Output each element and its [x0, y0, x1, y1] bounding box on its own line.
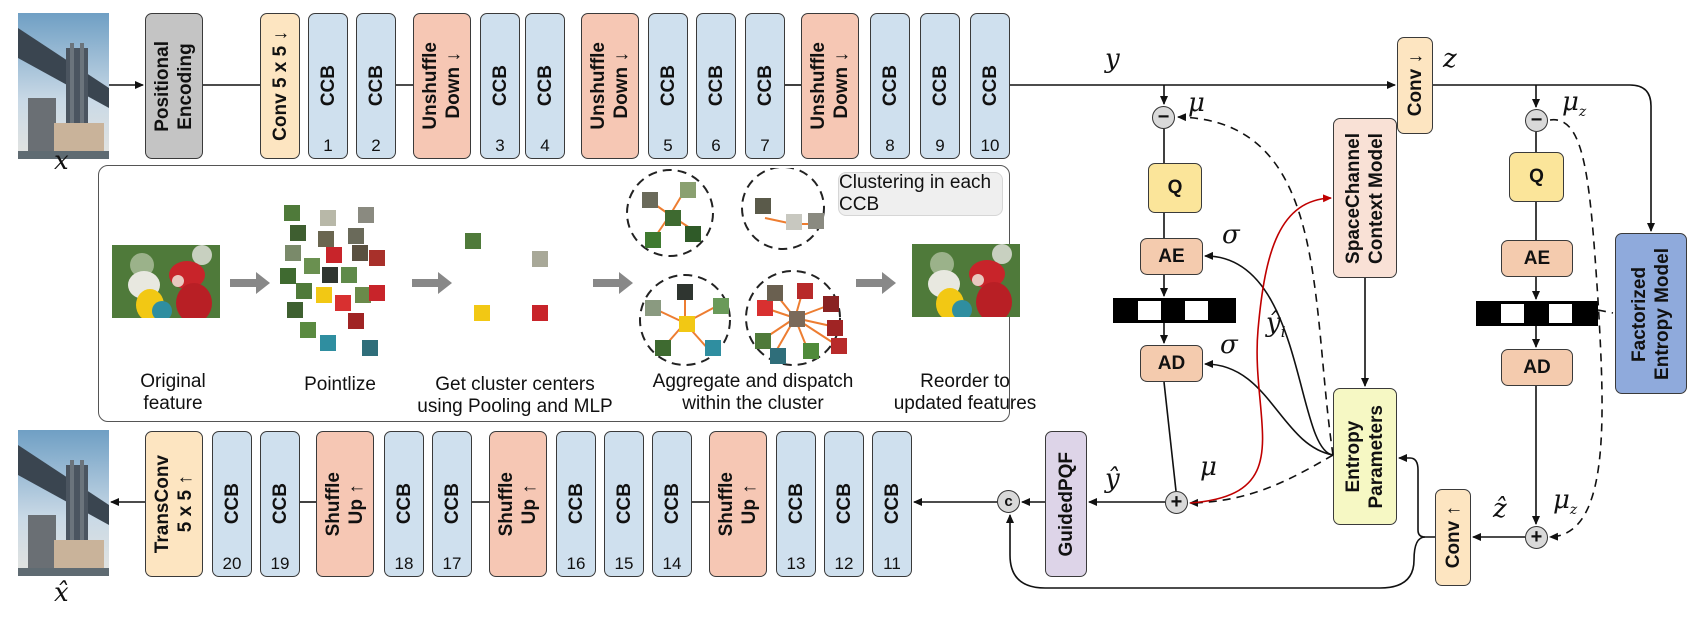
entropy-parameters-block: Entropy Parameters — [1333, 388, 1397, 525]
edge-entropy-to-ad-sigma — [1204, 360, 1334, 456]
arithmetic-encoder-block-z: AE — [1501, 240, 1573, 277]
caption-pointlize: Pointlize — [304, 374, 376, 395]
original-feature-image — [112, 245, 220, 318]
transconv-5x5-up-block: TransConv 5 x 5 ↑ — [145, 431, 203, 577]
zhat-label: ẑ — [1493, 494, 1507, 524]
mu-z-label-bottom: μz — [1553, 485, 1578, 519]
mu-label-bottom: μ — [1200, 452, 1217, 482]
subtract-node-z: − — [1525, 109, 1548, 132]
arithmetic-decoder-block-z: AD — [1501, 349, 1573, 386]
cluster-centers — [460, 230, 560, 330]
yhat-i-label: ŷi — [1266, 308, 1286, 342]
yhat-label: ŷ — [1105, 464, 1120, 494]
ccb-block-19: CCB 19 — [260, 431, 300, 577]
add-node-z: + — [1525, 526, 1548, 549]
parrot-updated-image-icon — [912, 244, 1020, 317]
aggregate-clusters — [625, 166, 855, 368]
ccb-block-2: CCB 2 — [356, 13, 396, 159]
ccb-block-10: CCB 10 — [970, 13, 1010, 159]
bitstream-icon — [1113, 298, 1236, 323]
input-label: x — [54, 146, 69, 176]
output-image — [18, 430, 109, 576]
subtract-node-y: − — [1152, 106, 1175, 129]
ccb-block-11: CCB 11 — [872, 431, 912, 577]
ccb-block-17: CCB 17 — [432, 431, 472, 577]
shuffle-up-block-3: Shuffle Up ↑ — [709, 431, 767, 577]
cluster-centers-icon — [465, 233, 548, 321]
input-image — [18, 13, 109, 159]
ccb-block-16: CCB 16 — [556, 431, 596, 577]
quantizer-block-z: Q — [1509, 152, 1564, 202]
positional-encoding-block: Positional Encoding — [145, 13, 203, 159]
unshuffle-down-block-3: Unshuffle Down ↓ — [801, 13, 859, 159]
edge-ad-to-add — [1163, 381, 1177, 492]
ccb-block-12: CCB 12 — [824, 431, 864, 577]
mu-z-label-top: μz — [1562, 87, 1587, 121]
conv-down-block: Conv ↓ — [1397, 37, 1433, 134]
shuffle-up-block-2: Shuffle Up ↑ — [489, 431, 547, 577]
sigma-label-ae: σ — [1222, 220, 1240, 250]
bitstream-z — [1476, 301, 1598, 326]
pointlized-patches — [280, 200, 400, 360]
edge-mu-z-tap — [1597, 309, 1614, 314]
arithmetic-encoder-block-y: AE — [1140, 238, 1203, 275]
y-label: y — [1105, 44, 1120, 74]
ccb-block-5: CCB 5 — [648, 13, 688, 159]
ccb-block-20: CCB 20 — [212, 431, 252, 577]
patches-icon — [280, 205, 385, 356]
spacechannel-context-model-block: SpaceChannel Context Model — [1333, 118, 1397, 278]
ccb-block-3: CCB 3 — [480, 13, 520, 159]
shuffle-up-block-1: Shuffle Up ↑ — [316, 431, 374, 577]
output-label: x̂ — [54, 578, 69, 608]
ccb-block-14: CCB 14 — [652, 431, 692, 577]
mu-label-top: μ — [1188, 88, 1205, 118]
ccb-block-8: CCB 8 — [870, 13, 910, 159]
bitstream-icon — [1476, 301, 1598, 326]
z-label: z — [1443, 44, 1457, 74]
bitstream-y — [1113, 298, 1236, 323]
ccb-block-7: CCB 7 — [745, 13, 785, 159]
arithmetic-decoder-block-y: AD — [1140, 345, 1203, 382]
caption-original-feature: Original feature — [140, 371, 206, 414]
guided-pqf-block: GuidedPQF — [1045, 431, 1087, 577]
quantizer-block-y: Q — [1148, 163, 1202, 213]
bridge-photo-icon — [18, 13, 109, 159]
conv-5x5-down-block: Conv 5 x 5 ↓ — [260, 13, 300, 159]
unshuffle-down-block-2: Unshuffle Down ↓ — [581, 13, 639, 159]
unshuffle-down-block-1: Unshuffle Down ↓ — [413, 13, 471, 159]
concat-node: c — [997, 490, 1020, 513]
conv-up-block: Conv ↑ — [1435, 489, 1471, 586]
ccb-block-15: CCB 15 — [604, 431, 644, 577]
ccb-block-4: CCB 4 — [525, 13, 565, 159]
ccb-block-13: CCB 13 — [776, 431, 816, 577]
updated-feature-image — [912, 244, 1020, 317]
parrot-image-icon — [112, 245, 220, 318]
ccb-block-1: CCB 1 — [308, 13, 348, 159]
ccb-block-18: CCB 18 — [384, 431, 424, 577]
caption-reorder: Reorder to updated features — [893, 371, 1037, 414]
caption-aggregate: Aggregate and dispatch within the cluste… — [652, 371, 854, 414]
edge-conv-up-to-entropy — [1398, 454, 1435, 538]
ccb-block-6: CCB 6 — [696, 13, 736, 159]
caption-cluster-centers: Get cluster centers using Pooling and ML… — [417, 374, 613, 417]
bridge-photo-reconstructed-icon — [18, 430, 109, 576]
sigma-label-ad: σ — [1220, 330, 1238, 360]
factorized-entropy-model-block: Factorized Entropy Model — [1615, 233, 1687, 394]
clusters-icon — [626, 166, 847, 366]
add-node-y: + — [1165, 491, 1188, 514]
ccb-block-9: CCB 9 — [920, 13, 960, 159]
clustering-panel-title: Clustering in each CCB — [838, 172, 1003, 216]
